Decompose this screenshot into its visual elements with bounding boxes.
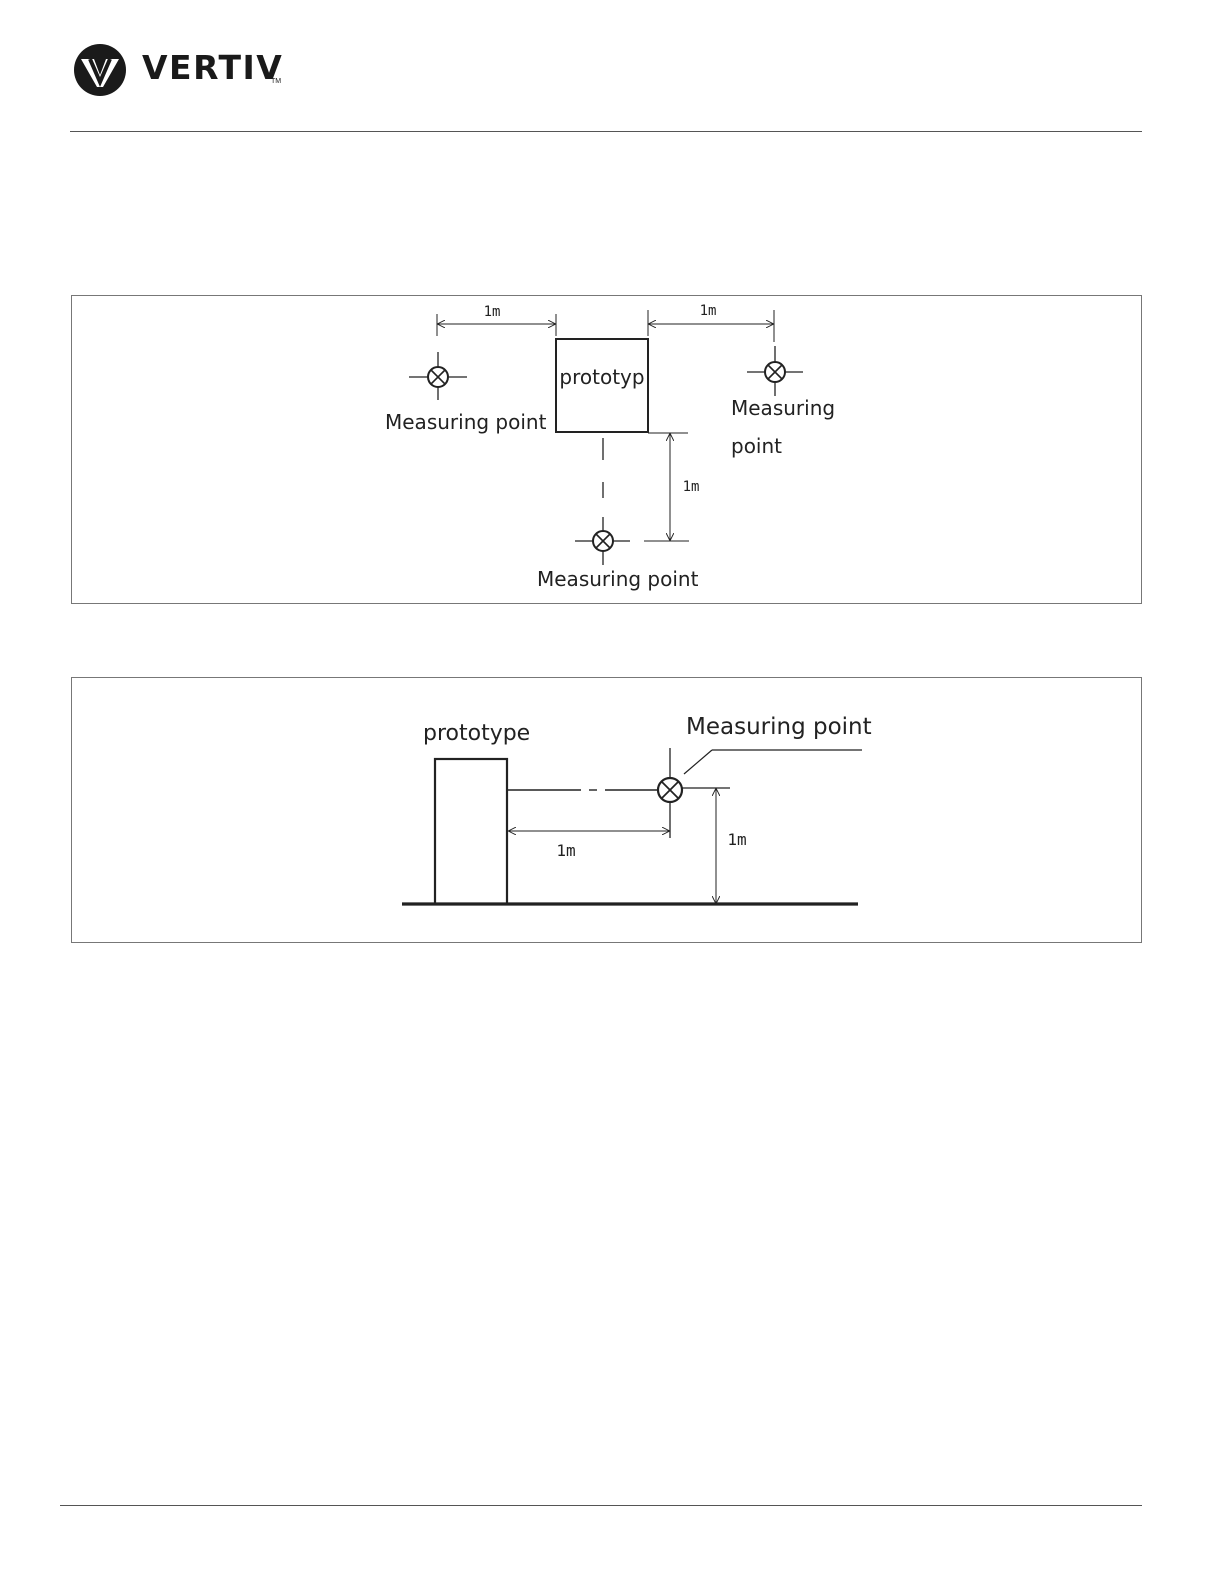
dim-left-label: 1m [484,304,501,320]
vertiv-logo-icon [72,42,128,98]
dim-right-label: 1m [700,303,717,319]
side-view-diagram: prototype Measuring point 1m 1m [72,678,1141,942]
measuring-point-left-icon [409,352,467,400]
trademark-mark: TM [271,78,281,85]
brand-name: VERTIV [142,48,283,87]
point-right-label-line1: Measuring [731,396,835,420]
prototype-label: prototyp [559,365,644,389]
measuring-point-side-icon [658,748,730,838]
measuring-point-front-icon [575,517,630,565]
footer-divider [60,1505,1142,1506]
point-front-label: Measuring point [537,567,699,591]
measuring-point-right-icon [747,346,803,396]
prototype-side-label: prototype [423,721,530,746]
dim-front-label: 1m [683,479,700,495]
point-left-label: Measuring point [385,410,547,434]
side-view-figure: prototype Measuring point 1m 1m [71,677,1142,943]
header-divider [70,131,1142,132]
point-side-label: Measuring point [686,714,872,740]
dim-horizontal-label: 1m [556,841,575,860]
dim-vertical-label: 1m [727,830,746,849]
vertiv-logo: VERTIV TM [72,42,332,98]
point-leader-line [684,750,712,774]
top-view-figure: prototyp 1m 1m Measuring point [71,295,1142,604]
point-right-label-line2: point [731,434,782,458]
prototype-side-box [435,759,507,904]
top-view-diagram: prototyp 1m 1m Measuring point [72,296,1141,603]
